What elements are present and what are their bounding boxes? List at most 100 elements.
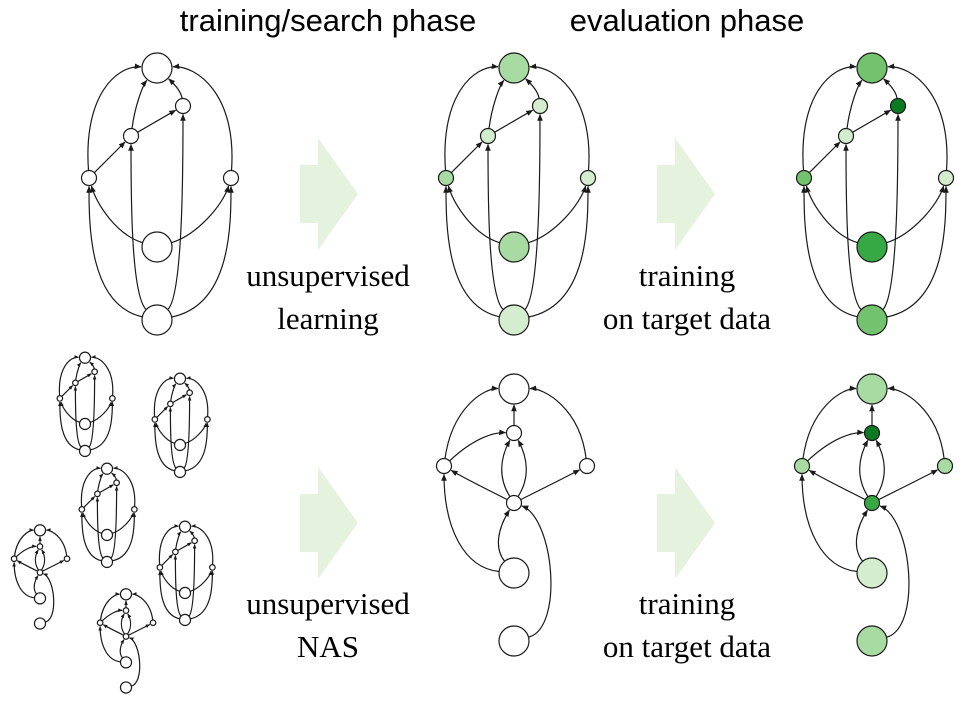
edge (878, 469, 939, 501)
cell-node-icon (149, 619, 157, 627)
edge (528, 185, 587, 244)
edge (171, 185, 230, 244)
output-node-icon (100, 462, 114, 475)
edge (520, 469, 581, 501)
edge (128, 623, 151, 636)
hidden-node-icon (141, 231, 173, 263)
edge (186, 376, 209, 417)
candidate-architecture-2 (151, 372, 211, 479)
edge (33, 575, 39, 595)
cell-node-icon (793, 457, 811, 475)
edge (529, 385, 587, 459)
output-node-icon (498, 52, 530, 84)
arrow-bottom-right (657, 467, 715, 579)
cell-node-icon (56, 395, 64, 402)
cell-node-icon (479, 127, 497, 145)
edge (90, 185, 143, 244)
edge (61, 385, 74, 397)
cell-node-icon (435, 457, 453, 475)
edge (58, 401, 80, 451)
edge (88, 375, 97, 448)
edge (524, 113, 543, 311)
edge (168, 78, 183, 99)
input-node-icon (100, 555, 114, 569)
edge (447, 185, 500, 244)
edge (89, 361, 95, 370)
edge (75, 362, 82, 381)
edge (521, 505, 552, 638)
arrow-top-left (300, 138, 358, 250)
edge (173, 555, 182, 617)
cell-node-icon (167, 400, 174, 408)
graphs-layer (10, 52, 955, 694)
cell-node-icon (156, 564, 164, 571)
edge (120, 613, 126, 635)
candidate-architecture-3 (78, 462, 138, 569)
edge (444, 385, 499, 459)
edge (153, 376, 174, 417)
edge (517, 439, 527, 498)
cell-node-icon (531, 97, 549, 115)
cell-node-icon (863, 424, 881, 442)
cell-node-icon (174, 97, 192, 115)
edge (91, 355, 114, 396)
caption-training-top: training (639, 258, 735, 293)
hub-node-icon (505, 494, 523, 512)
cell-node-icon (91, 368, 98, 376)
arrow-top-right (657, 138, 715, 250)
output-node-icon (173, 372, 187, 385)
edge (852, 109, 892, 133)
edge (190, 570, 212, 592)
hub-node-icon (36, 569, 44, 576)
edge (807, 429, 865, 462)
edge (801, 185, 858, 318)
input-node-icon (173, 465, 187, 479)
edge (153, 422, 175, 472)
candidate-architecture-1 (56, 351, 116, 458)
edge (119, 639, 125, 659)
edge (443, 185, 500, 318)
graph-top-untrained (80, 52, 240, 336)
cell-node-icon (209, 564, 216, 571)
hidden-node-icon (33, 592, 47, 605)
hidden-node-icon (119, 656, 133, 669)
edge (34, 549, 40, 571)
edge (843, 143, 862, 311)
graph-top-pretrained (437, 52, 597, 336)
edge (112, 512, 134, 534)
edge (83, 496, 96, 508)
edge (160, 570, 180, 592)
edge (859, 439, 869, 498)
cell-node-icon (122, 607, 130, 614)
cell-node-icon (505, 424, 523, 442)
edge (156, 406, 169, 418)
edge (73, 386, 82, 448)
hidden-node-icon (498, 557, 530, 589)
edge (168, 407, 177, 469)
cell-node-icon (186, 389, 193, 397)
edge (185, 422, 210, 472)
edge (80, 512, 102, 562)
edge (58, 355, 79, 396)
edge (97, 473, 104, 492)
input-node-icon (78, 444, 92, 458)
hidden-node-icon (78, 417, 92, 431)
hidden-node-icon (856, 557, 888, 589)
cell-node-icon (94, 490, 101, 498)
output-node-icon (33, 524, 47, 537)
edge (90, 401, 115, 451)
cell-node-icon (10, 555, 18, 563)
edge (485, 143, 504, 311)
edge (87, 63, 142, 171)
edge (172, 394, 187, 404)
edge (15, 544, 37, 558)
edge (191, 524, 214, 565)
hidden-node-icon (173, 438, 187, 452)
input-node-icon (119, 681, 133, 694)
candidate-architecture-4 (10, 524, 71, 630)
cell-node-icon (96, 619, 104, 627)
cell-node-icon (36, 543, 44, 550)
input-node-icon (856, 304, 888, 336)
cell-node-icon (191, 537, 198, 545)
